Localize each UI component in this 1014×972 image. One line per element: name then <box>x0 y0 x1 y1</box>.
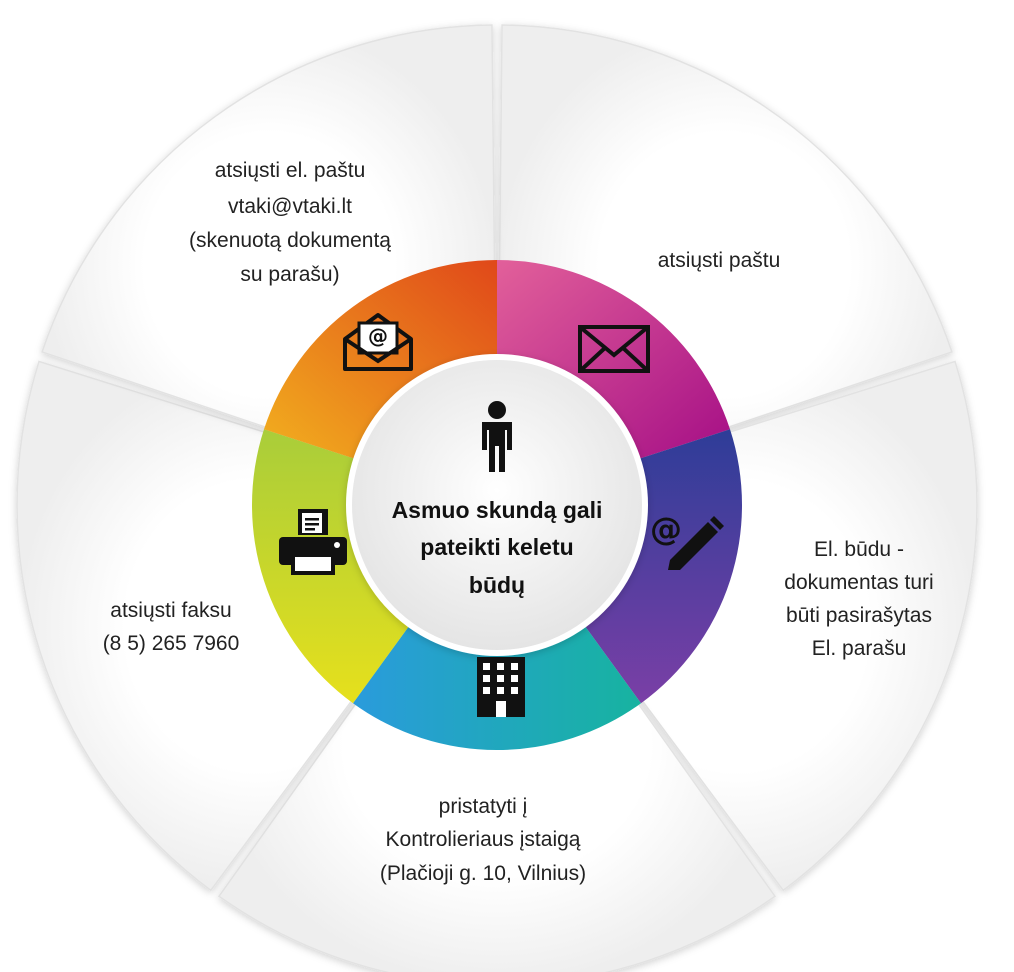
ring-segment-electronic <box>583 429 742 704</box>
segment-label-deliver: pristatyti į Kontrolieriaus įstaigą (Pla… <box>380 795 586 885</box>
fax-line-1: atsiųsti faksu <box>110 599 231 622</box>
center-title-line-1: Asmuo skundą gali <box>392 497 603 523</box>
deliver-line-2: Kontrolieriaus įstaigą <box>386 828 581 851</box>
fax-line-2: (8 5) 265 7960 <box>103 632 240 655</box>
email-line-4: su parašu) <box>240 263 339 286</box>
deliver-line-3: (Plačioji g. 10, Vilnius) <box>380 862 586 885</box>
method-icons: @ @ <box>279 313 724 717</box>
post-line-1: atsiųsti paštu <box>658 249 781 272</box>
ring-segment-post <box>497 260 731 460</box>
method-labels: atsiųsti el. paštu vtaki@vtaki.lt (skenu… <box>103 159 934 885</box>
segment-label-fax: atsiųsti faksu (8 5) 265 7960 <box>103 599 240 655</box>
center-title-line-3: būdų <box>469 572 525 598</box>
envelope-icon <box>578 325 650 373</box>
svg-text:@: @ <box>650 510 682 548</box>
deliver-line-1: pristatyti į <box>439 795 528 818</box>
person-icon <box>482 401 512 472</box>
segment-label-email: atsiųsti el. paštu vtaki@vtaki.lt (skenu… <box>189 159 391 286</box>
segment-label-electronic: El. būdu - dokumentas turi būti pasirašy… <box>784 538 933 660</box>
email-envelope-icon: @ <box>343 313 413 371</box>
svg-text:@: @ <box>368 324 388 348</box>
center-circle <box>346 354 648 656</box>
email-line-1: atsiųsti el. paštu <box>215 159 366 182</box>
electronic-line-1: El. būdu - <box>814 538 904 561</box>
building-icon <box>477 657 525 717</box>
electronic-line-3: būti pasirašytas <box>786 604 932 627</box>
email-line-2: vtaki@vtaki.lt <box>228 195 352 218</box>
at-pen-icon: @ <box>650 510 724 570</box>
center-title-line-2: pateikti keletu <box>420 534 573 560</box>
electronic-line-4: El. parašu <box>812 637 907 660</box>
center-hub: Asmuo skundą gali pateikti keletu būdų <box>346 354 648 656</box>
email-line-3: (skenuotą dokumentą <box>189 229 391 252</box>
electronic-line-2: dokumentas turi <box>784 571 933 594</box>
segment-label-post: atsiųsti paštu <box>658 249 781 272</box>
fax-icon <box>279 509 347 575</box>
